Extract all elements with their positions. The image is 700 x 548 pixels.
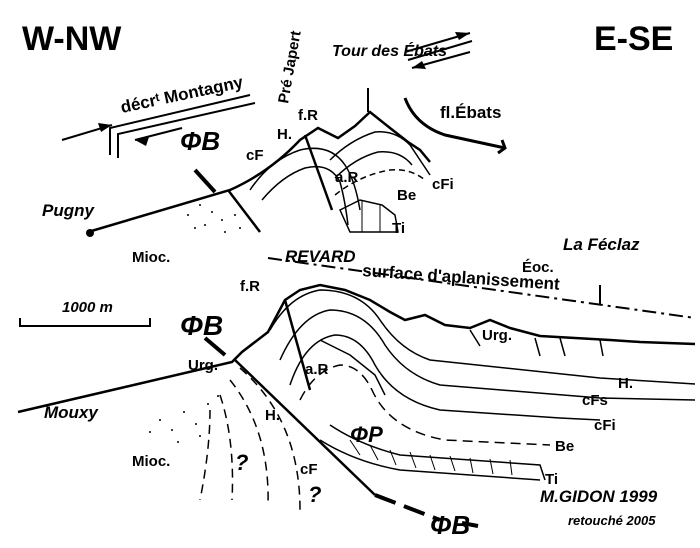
eoc-label: Éoc. xyxy=(522,259,554,276)
tour-des-ebats-label: Tour des Ébats xyxy=(332,41,447,60)
orientation-right-label: E-SE xyxy=(594,20,673,58)
Ti-lower-label: Ti xyxy=(545,471,558,488)
cF-upper-label: cF xyxy=(246,147,264,164)
fR-lower-label: f.R xyxy=(240,278,260,295)
ebats-fault-tick xyxy=(497,139,507,155)
planation-surface-line xyxy=(267,257,696,319)
fR-upper-label: f.R xyxy=(298,107,318,124)
H-lower-left-label: H. xyxy=(265,407,280,424)
tour-des-ebats-text: Tour des Ébats xyxy=(332,41,447,60)
Ti-upper-label: Ti xyxy=(392,220,405,237)
revard-label: REVARD xyxy=(285,247,356,266)
mioc-upper-label: Mioc. xyxy=(132,249,170,266)
question-mark-left: ? xyxy=(235,450,248,475)
la-feclaz-label: La Féclaz xyxy=(563,235,640,254)
author-credit: M.GIDON 1999 xyxy=(540,487,658,506)
miocene-dots-upper xyxy=(187,204,241,233)
Be-lower-label: Be xyxy=(555,438,574,455)
mouxy-label: Mouxy xyxy=(44,403,99,422)
question-mark-right: ? xyxy=(308,482,321,507)
phi-p-label: ΦP xyxy=(350,422,383,447)
H-upper-label: H. xyxy=(277,126,292,143)
lower-fold-structure xyxy=(17,283,696,528)
phi-b-lower-label: ΦB xyxy=(180,310,223,341)
pugny-marker xyxy=(86,229,94,237)
ebats-shear-arrows xyxy=(404,32,473,69)
pre-japert-label: Pré Japert xyxy=(275,29,304,104)
Urg-lower-right-label: Urg. xyxy=(482,327,512,344)
Be-upper-label: Be xyxy=(397,187,416,204)
H-lower-right-label: H. xyxy=(618,375,633,392)
ebats-fault-line xyxy=(403,97,506,150)
aR-lower-label: a.R xyxy=(305,361,329,378)
revision-credit: retouché 2005 xyxy=(568,513,656,528)
mioc-lower-label: Mioc. xyxy=(132,453,170,470)
scale-bar xyxy=(19,318,151,327)
cF-lower-label: cF xyxy=(300,461,318,478)
aR-upper-label: a.R xyxy=(335,169,359,186)
miocene-dots-lower xyxy=(149,395,219,443)
Urg-lower-left-label: Urg. xyxy=(188,357,218,374)
fl-ebats-label: fl.Ébats xyxy=(440,103,501,122)
orientation-left-label: W-NW xyxy=(22,20,122,58)
phi-b-bottom-label: ΦB xyxy=(430,510,470,540)
scale-bar-label: 1000 m xyxy=(62,299,113,316)
cFi-lower-label: cFi xyxy=(594,417,616,434)
upper-fold-structure xyxy=(87,110,431,234)
phi-b-upper-label: ΦB xyxy=(180,126,220,156)
pugny-label: Pugny xyxy=(42,201,95,220)
cFs-label: cFs xyxy=(582,392,608,409)
montagny-detachment xyxy=(61,94,256,158)
cFi-upper-label: cFi xyxy=(432,176,454,193)
